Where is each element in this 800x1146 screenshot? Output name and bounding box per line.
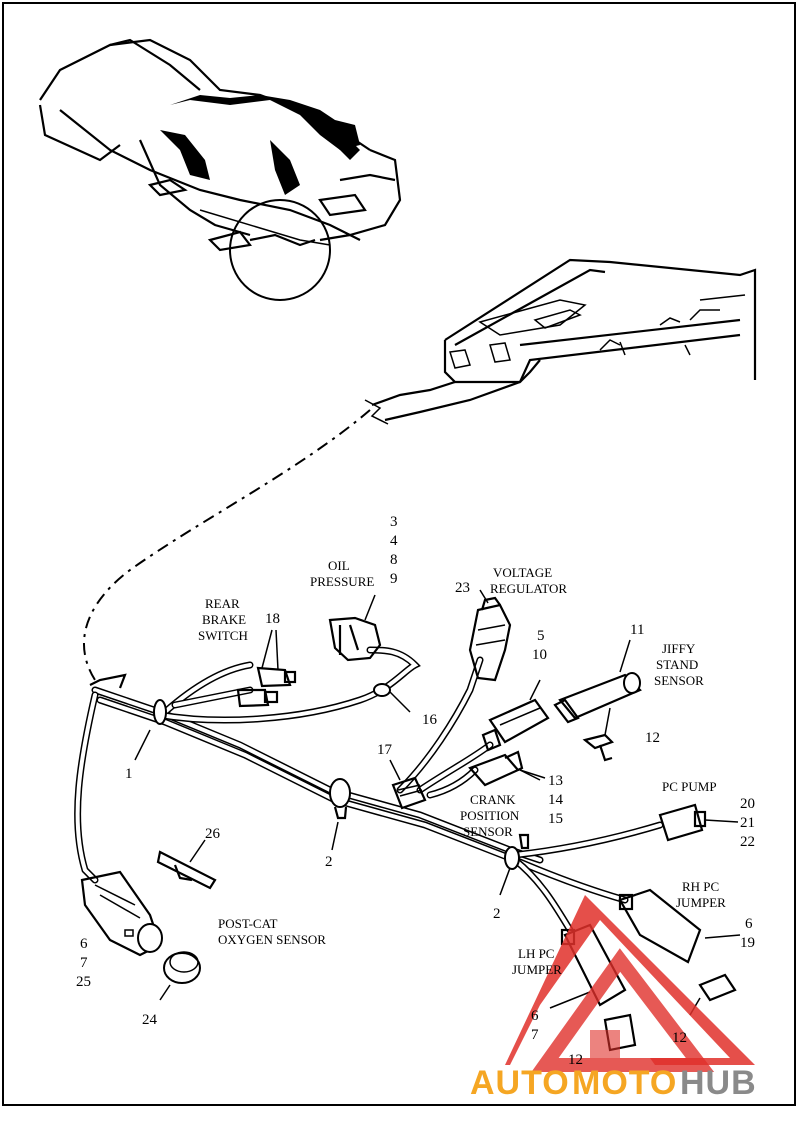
label-26: 26 bbox=[205, 826, 221, 842]
label-25: 25 bbox=[76, 974, 91, 990]
callout-crank-1: CRANK bbox=[470, 792, 516, 807]
label-14: 14 bbox=[548, 792, 564, 808]
callout-lh-pc-2: JUMPER bbox=[512, 962, 562, 977]
callout-vr-1: VOLTAGE bbox=[493, 565, 552, 580]
callout-crank-2: POSITION bbox=[460, 808, 520, 823]
label-9: 9 bbox=[390, 571, 398, 587]
label-6b: 6 bbox=[745, 916, 753, 932]
callout-rh-pc-1: RH PC bbox=[682, 879, 719, 894]
callout-postcat-1: POST-CAT bbox=[218, 916, 278, 931]
callout-jiffy-1: JIFFY bbox=[662, 641, 696, 656]
label-7a: 7 bbox=[80, 955, 88, 971]
main-harness bbox=[74, 646, 664, 934]
label-15: 15 bbox=[548, 811, 563, 827]
watermark-logo: AUTO MOTO HUB bbox=[470, 895, 757, 1102]
voltage-regulator-connector bbox=[468, 589, 512, 682]
label-23: 23 bbox=[455, 580, 470, 596]
callout-pc-pump: PC PUMP bbox=[662, 779, 717, 794]
label-13: 13 bbox=[548, 773, 563, 789]
leader-lines bbox=[134, 729, 541, 896]
callout-rbs-3: SWITCH bbox=[198, 628, 248, 643]
label-11: 11 bbox=[630, 622, 644, 638]
label-10: 10 bbox=[532, 647, 547, 663]
jiffy-stand-sensor bbox=[553, 639, 642, 762]
label-16: 16 bbox=[422, 712, 438, 728]
watermark-auto: AUTO bbox=[470, 1064, 570, 1102]
callout-jiffy-3: SENSOR bbox=[654, 673, 704, 688]
connector-5-10 bbox=[481, 679, 550, 752]
post-cat-oxygen-sensor bbox=[80, 870, 163, 957]
label-6c: 6 bbox=[531, 1008, 539, 1024]
callout-crank-3: SENSOR bbox=[463, 824, 513, 839]
label-6a: 6 bbox=[80, 936, 88, 952]
label-5: 5 bbox=[537, 628, 545, 644]
label-21: 21 bbox=[740, 815, 755, 831]
rear-brake-switch-connector bbox=[236, 629, 297, 708]
component-block-illustration bbox=[364, 258, 757, 425]
callout-postcat-2: OXYGEN SENSOR bbox=[218, 932, 326, 947]
label-18: 18 bbox=[265, 611, 280, 627]
label-7c: 7 bbox=[531, 1027, 539, 1043]
label-12a: 12 bbox=[645, 730, 660, 746]
label-3: 3 bbox=[390, 514, 398, 530]
callout-rbs-1: REAR bbox=[205, 596, 240, 611]
oil-pressure-connector bbox=[328, 594, 411, 713]
clip-26 bbox=[156, 839, 217, 890]
label-24: 24 bbox=[142, 1012, 158, 1028]
plug-24 bbox=[159, 951, 201, 1001]
callout-lh-pc-1: LH PC bbox=[518, 946, 554, 961]
callout-oil-1: OIL bbox=[328, 558, 350, 573]
label-8: 8 bbox=[390, 552, 398, 568]
label-22: 22 bbox=[740, 834, 755, 850]
label-12b: 12 bbox=[672, 1030, 687, 1046]
crank-position-connector bbox=[468, 750, 546, 787]
pc-pump-connector bbox=[658, 803, 739, 842]
callout-jiffy-2: STAND bbox=[656, 657, 698, 672]
connector-17 bbox=[389, 759, 427, 810]
callout-oil-2: PRESSURE bbox=[310, 574, 374, 589]
callout-vr-2: REGULATOR bbox=[490, 581, 567, 596]
callout-rh-pc-2: JUMPER bbox=[676, 895, 726, 910]
label-1: 1 bbox=[125, 766, 133, 782]
label-2a: 2 bbox=[325, 854, 333, 870]
label-19: 19 bbox=[740, 935, 755, 951]
watermark-hub: HUB bbox=[680, 1064, 757, 1102]
watermark-moto: MOTO bbox=[572, 1064, 677, 1102]
label-20: 20 bbox=[740, 796, 755, 812]
label-17: 17 bbox=[377, 742, 393, 758]
label-12c: 12 bbox=[568, 1052, 583, 1068]
label-2b: 2 bbox=[493, 906, 501, 922]
dashed-connection-line bbox=[83, 409, 371, 681]
frame-overview-illustration bbox=[38, 38, 402, 301]
callout-rbs-2: BRAKE bbox=[202, 612, 246, 627]
label-4: 4 bbox=[390, 533, 398, 549]
